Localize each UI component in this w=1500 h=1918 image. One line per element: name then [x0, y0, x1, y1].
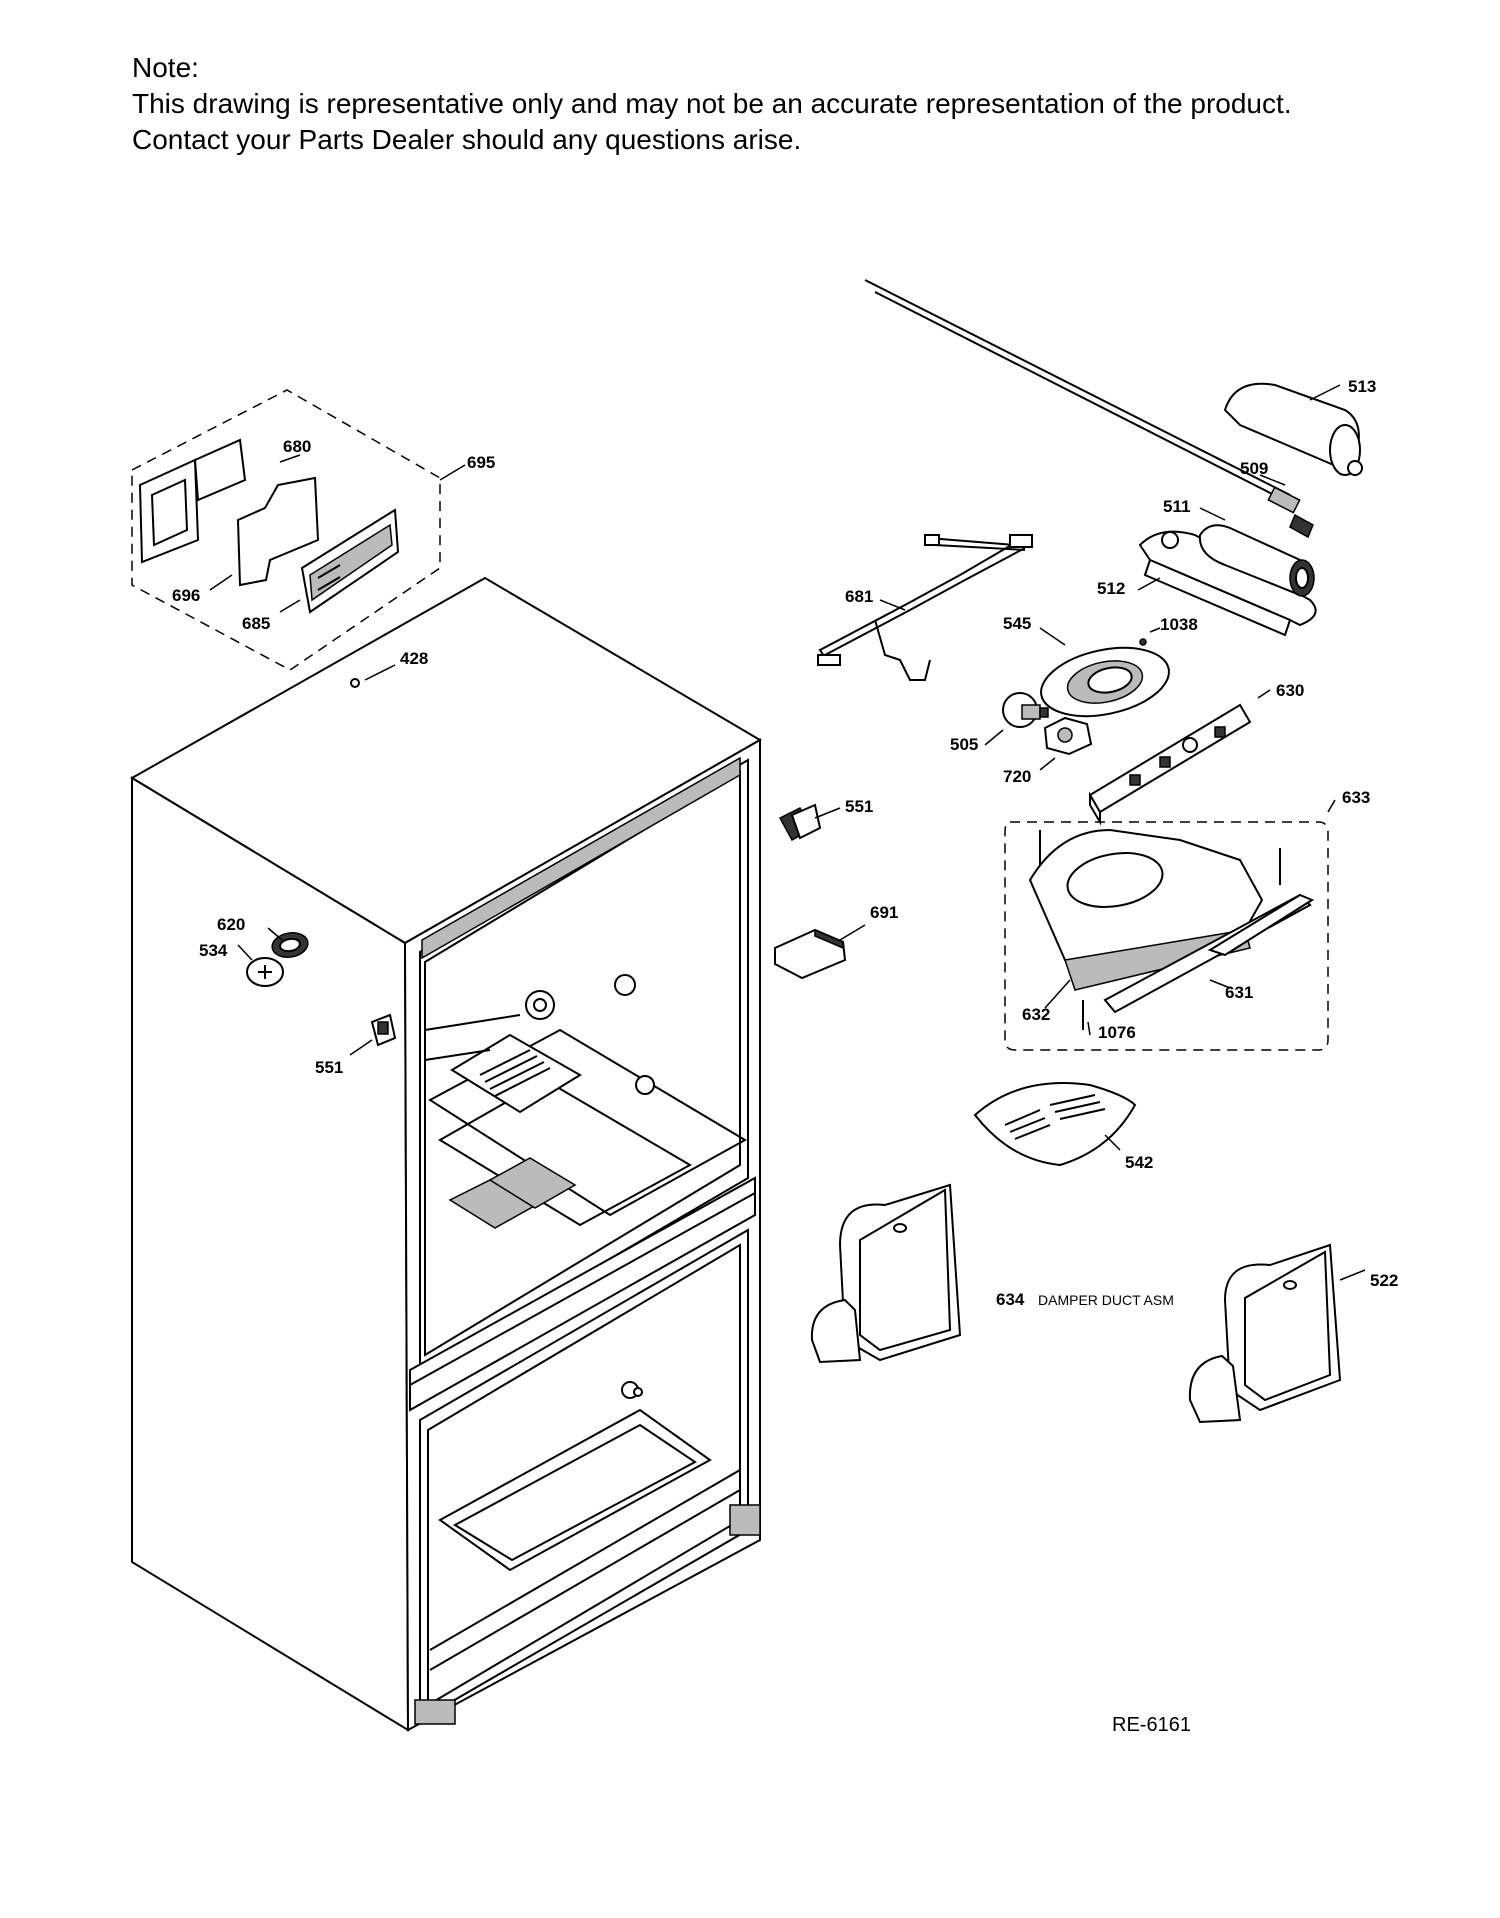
- part-group-633: [1004, 821, 1329, 1051]
- cabinet-assembly: [130, 576, 762, 1732]
- callout-1038: 1038: [1160, 615, 1198, 634]
- part-522: [1188, 1243, 1342, 1424]
- callout-542: 542: [1125, 1153, 1153, 1172]
- part-511: [1198, 524, 1315, 597]
- note-line-2: Contact your Parts Dealer should any que…: [132, 124, 802, 155]
- rod-assembly: [864, 279, 1314, 539]
- part-513: [1223, 382, 1363, 476]
- callout-695: 695: [467, 453, 495, 472]
- callout-634-description: DAMPER DUCT ASM: [1038, 1292, 1174, 1308]
- callout-522: 522: [1370, 1271, 1398, 1290]
- callout-630: 630: [1276, 681, 1304, 700]
- part-542: [973, 1082, 1137, 1167]
- note-title: Note:: [132, 52, 199, 83]
- part-428: [350, 678, 360, 688]
- callout-633: 633: [1342, 788, 1370, 807]
- part-505: [1002, 692, 1049, 728]
- callout-631: 631: [1225, 983, 1253, 1002]
- callout-551-upper: 551: [845, 797, 873, 816]
- part-681: [817, 534, 1033, 681]
- callout-511: 511: [1163, 497, 1190, 516]
- callout-680: 680: [283, 437, 311, 456]
- part-1038: [1139, 638, 1147, 646]
- part-534: [246, 957, 284, 987]
- callout-685: 685: [242, 614, 270, 633]
- callout-720: 720: [1003, 767, 1031, 786]
- callout-681: 681: [845, 587, 873, 606]
- callout-551-lower: 551: [315, 1058, 343, 1077]
- callout-1076: 1076: [1098, 1023, 1136, 1042]
- callout-620: 620: [217, 915, 245, 934]
- part-512: [1138, 530, 1317, 637]
- vent-grille: [479, 1049, 551, 1097]
- part-551-upper: [778, 803, 822, 842]
- part-634: [810, 1183, 962, 1364]
- callout-513: 513: [1348, 377, 1376, 396]
- part-630: [1088, 703, 1252, 826]
- callout-632: 632: [1022, 1005, 1050, 1024]
- part-720: [1043, 716, 1093, 756]
- callout-534: 534: [199, 941, 228, 960]
- callout-428: 428: [400, 649, 428, 668]
- callout-labels: 513 509 511 512 681 545 1038 630 505 720…: [172, 377, 1398, 1309]
- callout-512: 512: [1097, 579, 1125, 598]
- note-line-1: This drawing is representative only and …: [132, 88, 1292, 119]
- leader-lines: [209, 384, 1366, 1281]
- part-551-lower: [370, 1013, 397, 1047]
- note-block: Note: This drawing is representative onl…: [132, 50, 1292, 158]
- callout-696: 696: [172, 586, 200, 605]
- part-545: [1040, 646, 1170, 718]
- callout-509: 509: [1240, 459, 1268, 478]
- part-group-695: [131, 389, 441, 671]
- callout-691: 691: [870, 903, 898, 922]
- drawing-reference-code: RE-6161: [1112, 1714, 1191, 1736]
- part-691: [774, 928, 847, 980]
- callout-634: 634: [996, 1290, 1025, 1309]
- callout-545: 545: [1003, 614, 1031, 633]
- callout-505: 505: [950, 735, 978, 754]
